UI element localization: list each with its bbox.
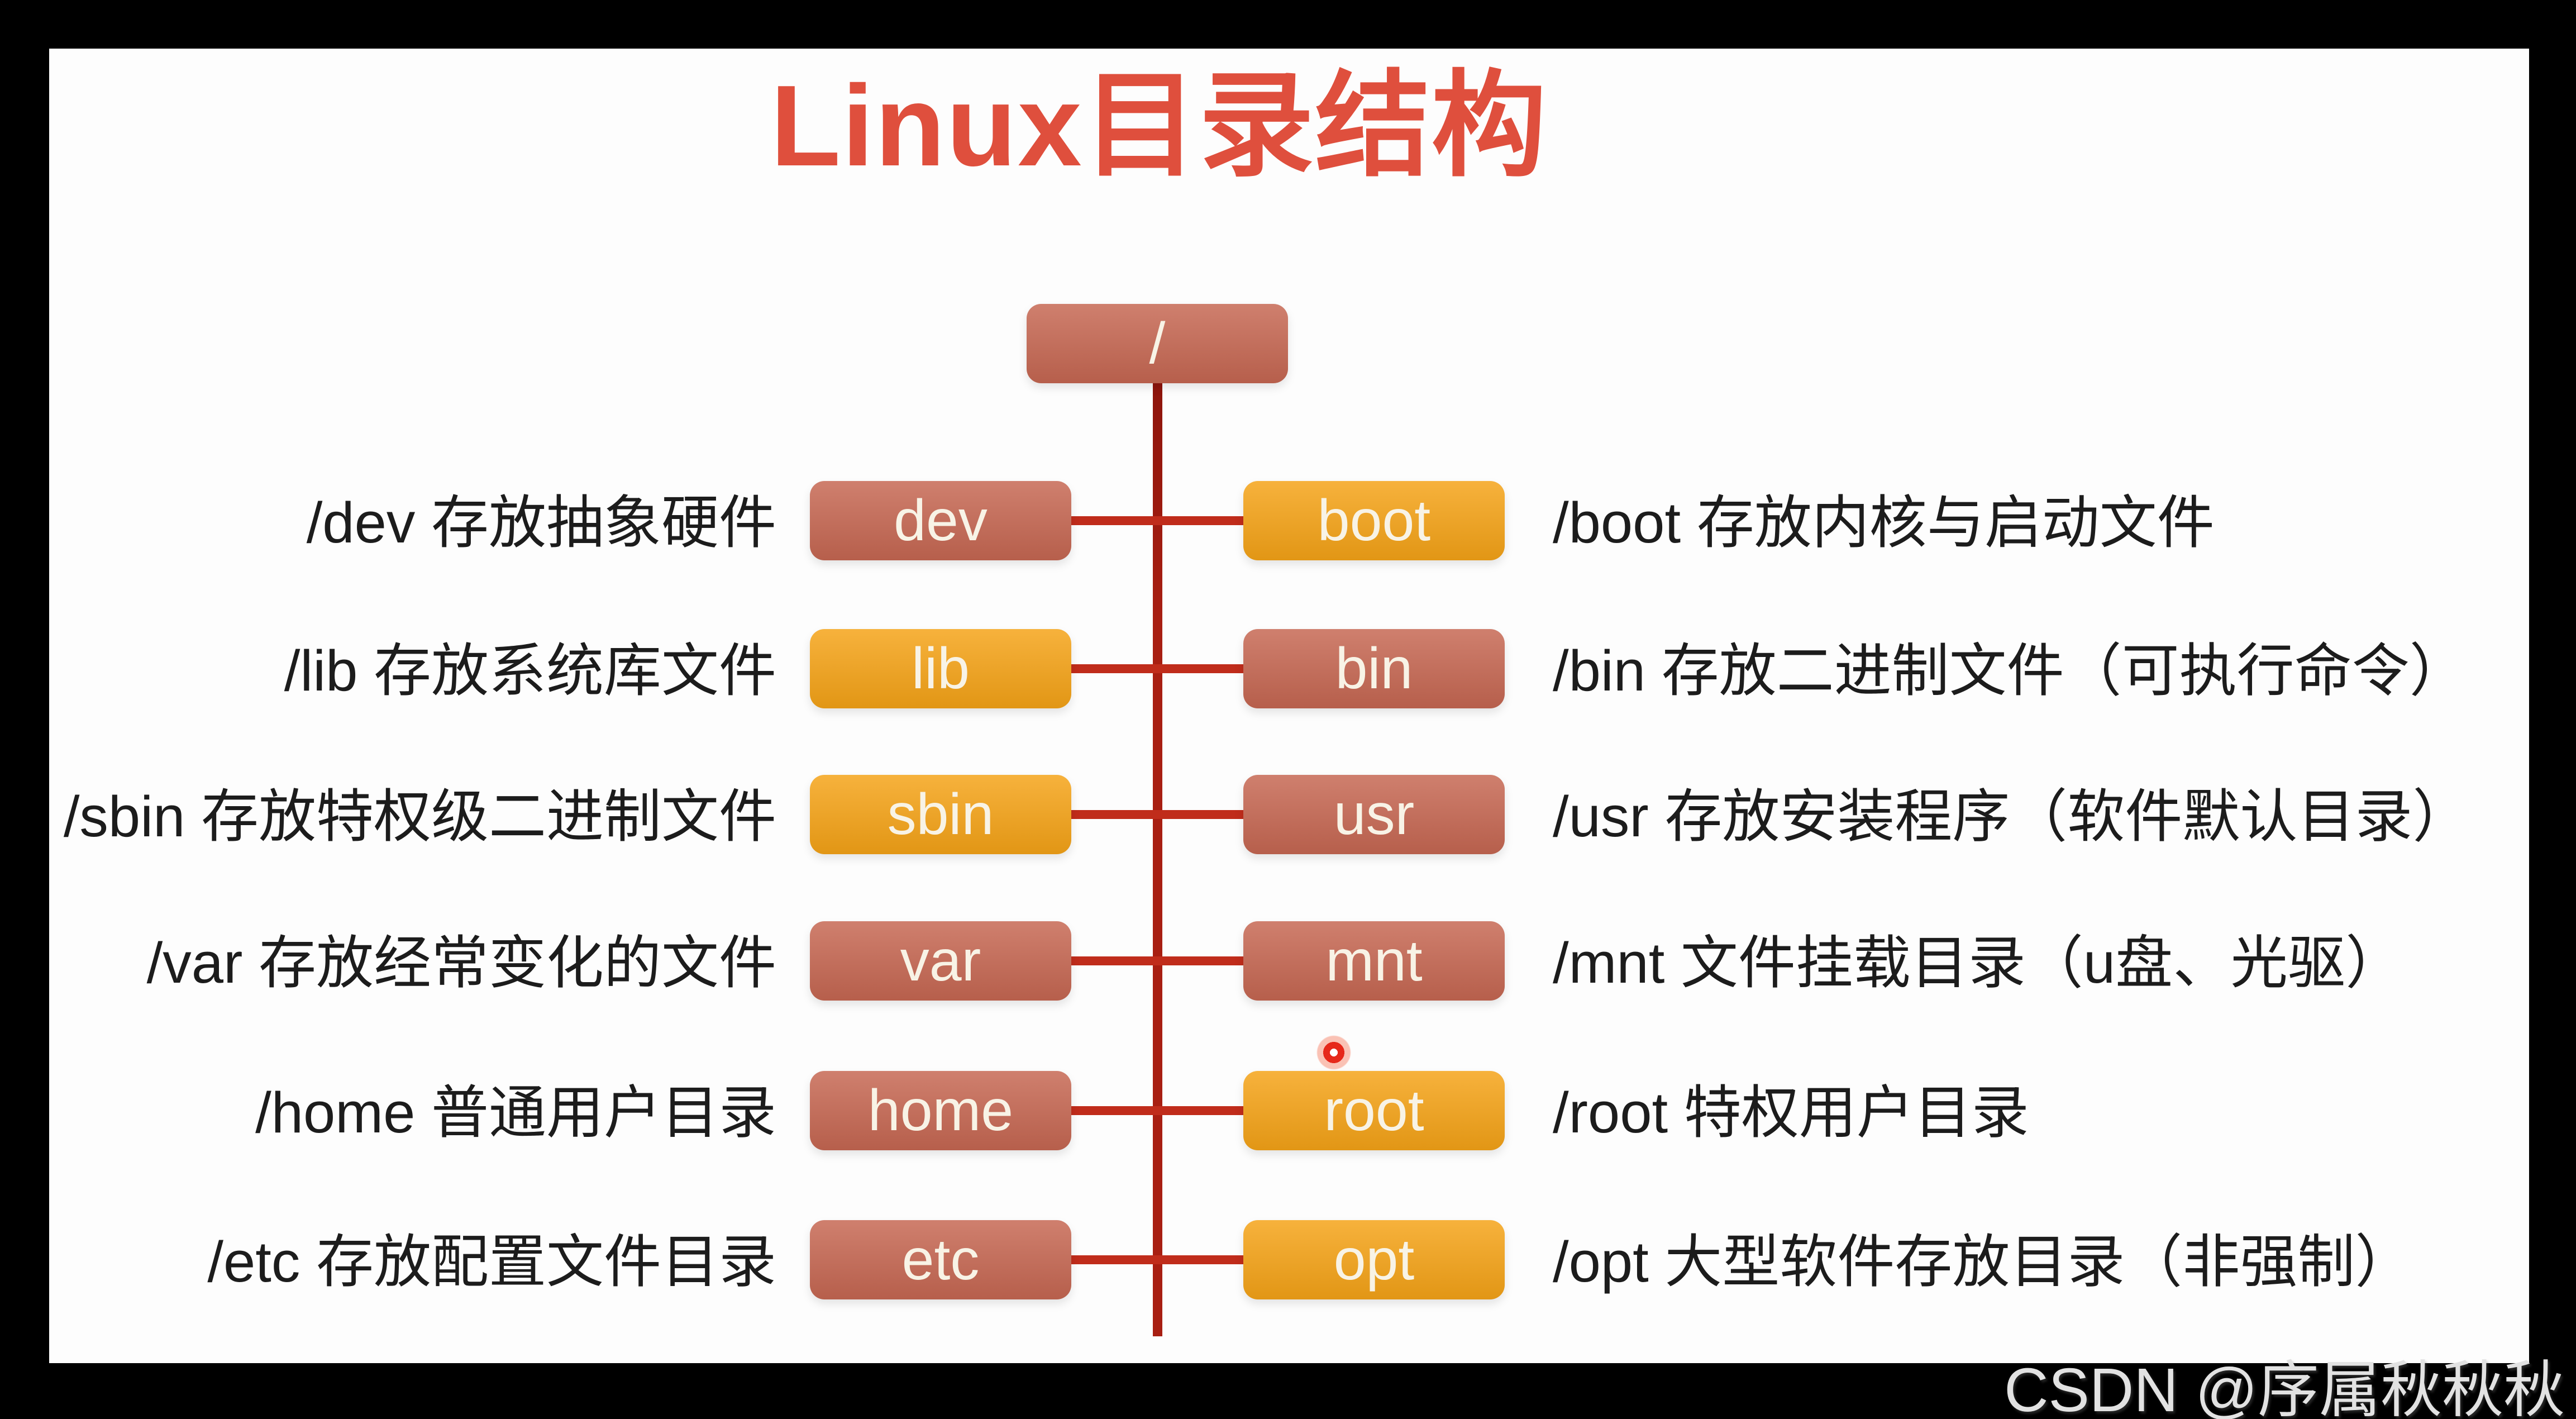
label-boot: /boot 存放内核与启动文件 bbox=[1553, 491, 2215, 555]
node-var: var bbox=[810, 921, 1071, 1001]
node-root-label: root bbox=[1324, 1078, 1424, 1143]
node-root-slash-label: / bbox=[1149, 311, 1166, 376]
node-lib-label: lib bbox=[911, 636, 970, 701]
tree-trunk-line bbox=[1153, 383, 1162, 1336]
label-dev: /dev 存放抽象硬件 bbox=[306, 491, 776, 555]
label-root: /root 特权用户目录 bbox=[1553, 1080, 2029, 1145]
label-lib: /lib 存放系统库文件 bbox=[284, 639, 776, 703]
label-opt: /opt 大型软件存放目录（非强制） bbox=[1553, 1230, 2413, 1294]
node-opt-label: opt bbox=[1333, 1227, 1415, 1292]
row-connector-line bbox=[1071, 516, 1246, 525]
node-opt: opt bbox=[1243, 1220, 1505, 1299]
node-dev-label: dev bbox=[894, 488, 988, 553]
label-mnt: /mnt 文件挂载目录（u盘、光驱） bbox=[1553, 931, 2403, 995]
label-home: /home 普通用户目录 bbox=[255, 1080, 776, 1145]
row-connector-line bbox=[1071, 1255, 1246, 1264]
node-dev: dev bbox=[810, 481, 1071, 560]
node-root-slash: / bbox=[1027, 304, 1288, 383]
watermark: CSDN @序属秋秋秋 bbox=[2004, 1356, 2565, 1419]
node-root: root bbox=[1243, 1071, 1505, 1150]
label-sbin: /sbin 存放特权级二进制文件 bbox=[63, 784, 776, 849]
label-var: /var 存放经常变化的文件 bbox=[146, 931, 776, 995]
row-connector-line bbox=[1071, 810, 1246, 819]
node-home: home bbox=[810, 1071, 1071, 1150]
laser-pointer-dot-icon bbox=[1316, 1035, 1352, 1070]
node-boot: boot bbox=[1243, 481, 1505, 560]
node-usr-label: usr bbox=[1333, 782, 1415, 847]
node-boot-label: boot bbox=[1317, 488, 1431, 553]
node-bin-label: bin bbox=[1335, 636, 1413, 701]
node-sbin-label: sbin bbox=[887, 782, 994, 847]
node-sbin: sbin bbox=[810, 775, 1071, 854]
node-lib: lib bbox=[810, 629, 1071, 708]
page-title: Linux目录结构 bbox=[770, 61, 1548, 190]
node-mnt: mnt bbox=[1243, 921, 1505, 1001]
node-etc: etc bbox=[810, 1220, 1071, 1299]
row-connector-line bbox=[1071, 1106, 1246, 1115]
node-usr: usr bbox=[1243, 775, 1505, 854]
label-usr: /usr 存放安装程序（软件默认目录） bbox=[1553, 784, 2470, 849]
node-var-label: var bbox=[900, 928, 981, 993]
label-etc: /etc 存放配置文件目录 bbox=[207, 1230, 776, 1294]
row-connector-line bbox=[1071, 664, 1246, 673]
node-etc-label: etc bbox=[901, 1227, 980, 1292]
row-connector-line bbox=[1071, 956, 1246, 965]
node-home-label: home bbox=[867, 1078, 1014, 1143]
label-bin: /bin 存放二进制文件（可执行命令） bbox=[1553, 639, 2467, 703]
node-bin: bin bbox=[1243, 629, 1505, 708]
node-mnt-label: mnt bbox=[1325, 928, 1423, 993]
